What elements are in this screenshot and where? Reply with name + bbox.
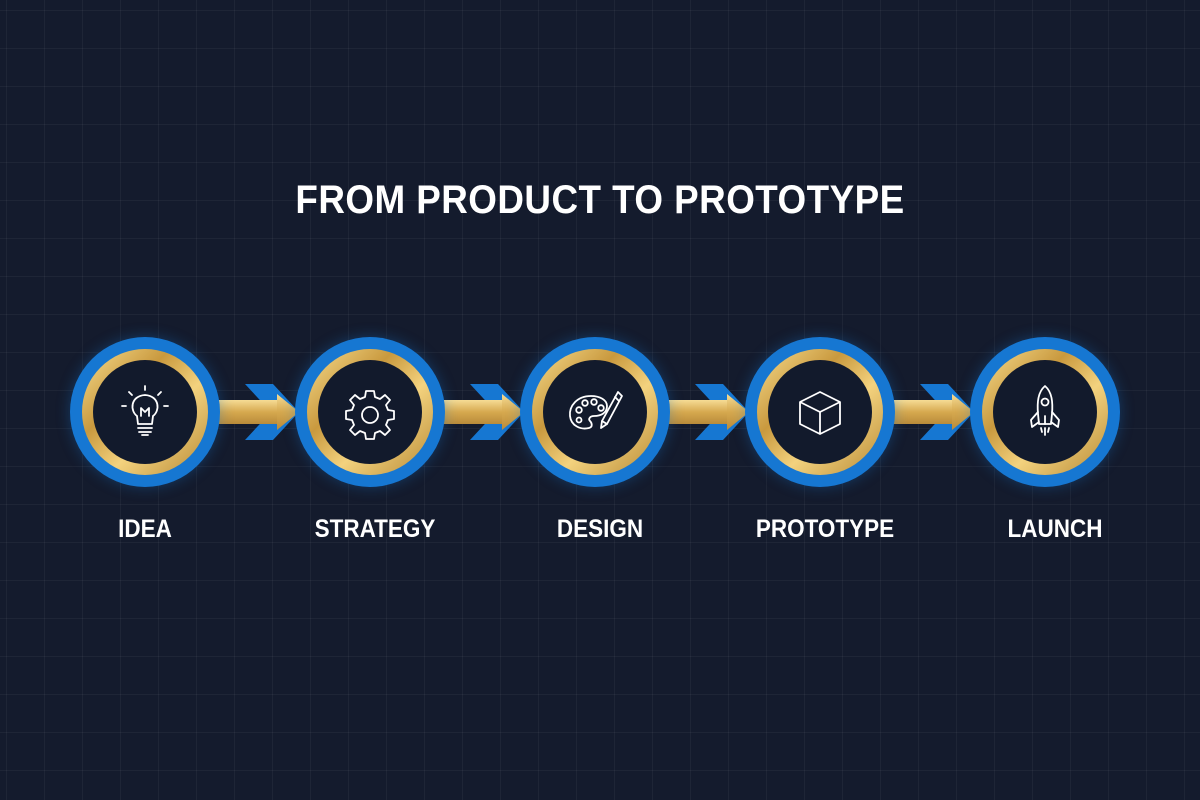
lightbulb-icon: [121, 385, 169, 436]
connector-arrow: [215, 384, 299, 440]
stage-label-launch: LAUNCH: [1007, 515, 1103, 543]
connector-arrow: [665, 384, 749, 440]
stage-ring-inner: [543, 360, 647, 464]
connector-arrow: [890, 384, 974, 440]
stage-label-strategy: STRATEGY: [314, 515, 436, 543]
stage-label-prototype: PROTOTYPE: [755, 515, 895, 543]
diagram-title: FROM PRODUCT TO PROTOTYPE: [295, 178, 905, 222]
stage-ring-inner: [993, 360, 1097, 464]
stage-design: [520, 337, 670, 487]
cube-icon: [799, 391, 841, 435]
stage-prototype: [745, 337, 895, 487]
stage-strategy: [295, 337, 445, 487]
gear-icon: [345, 390, 395, 440]
stage-label-idea: IDEA: [118, 515, 172, 543]
stage-idea: [70, 337, 220, 487]
connector-arrow: [440, 384, 524, 440]
stage-ring-inner: [318, 360, 422, 464]
stage-label-design: DESIGN: [556, 515, 644, 543]
stage-launch: [970, 337, 1120, 487]
palette-icon: [569, 391, 623, 430]
rocket-icon: [1030, 385, 1060, 436]
